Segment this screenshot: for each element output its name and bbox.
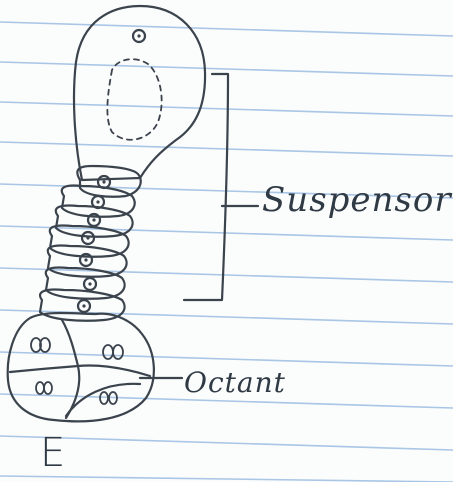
- octant-nucleus-1: [31, 338, 50, 352]
- suspensor-label: Suspensor: [262, 180, 452, 220]
- embryo-label: E: [40, 430, 65, 476]
- octant-nucleus-2: [103, 345, 123, 359]
- vacuole: [107, 59, 161, 140]
- octant-label: Octant: [184, 366, 286, 399]
- basal-cell: [74, 6, 205, 180]
- octant-nucleus-3: [36, 382, 52, 394]
- embryo-proper: [8, 313, 154, 421]
